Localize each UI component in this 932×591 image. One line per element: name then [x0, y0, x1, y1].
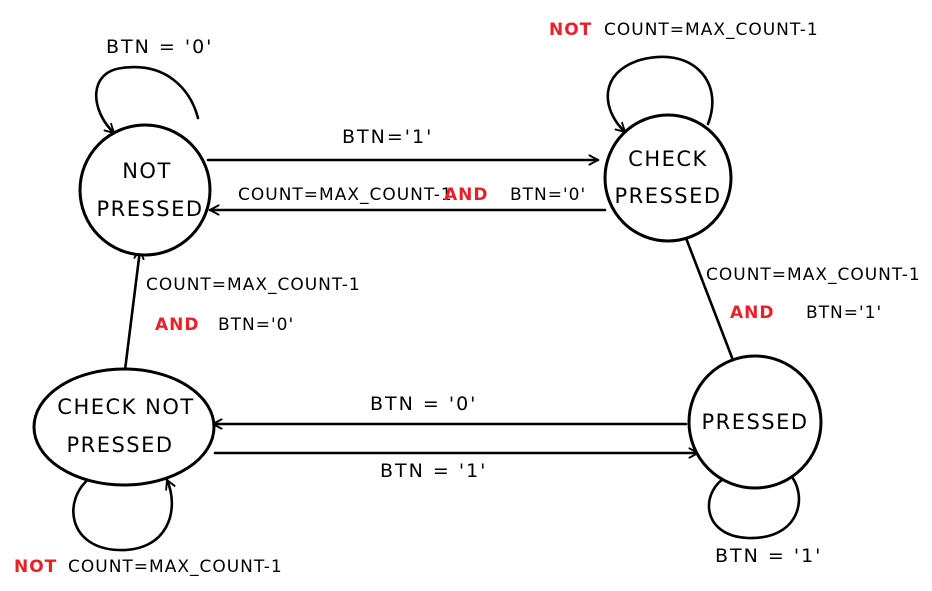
state-check-not-pressed: CHECK NOT PRESSED	[32, 367, 216, 487]
label-check-pressed-self-cond: COUNT=MAX_COUNT-1	[604, 20, 819, 40]
edge-pressed-self-loop	[707, 470, 801, 540]
state-not-pressed: NOT PRESSED	[78, 123, 212, 257]
edge-check-pressed-to-pressed	[684, 236, 736, 370]
label-pressed-self: BTN = '1'	[715, 545, 822, 567]
edge-check-pressed-self-loop	[606, 55, 714, 134]
label-pressed-to-check-not-pressed: BTN = '0'	[370, 393, 477, 415]
state-pressed-line1: PRESSED	[701, 410, 808, 434]
label-check-pressed-to-not-pressed-cond: COUNT=MAX_COUNT-1	[238, 185, 453, 205]
label-check-pressed-to-not-pressed-btn: BTN='0'	[510, 185, 586, 205]
label-check-not-pressed-to-not-pressed-cond: COUNT=MAX_COUNT-1	[146, 275, 361, 295]
edge-not-pressed-self-loop	[94, 65, 200, 135]
edge-check-not-pressed-self-loop	[72, 476, 172, 552]
label-check-pressed-to-pressed-and: AND	[730, 303, 775, 323]
label-not-pressed-self: BTN = '0'	[106, 36, 213, 58]
label-check-not-pressed-self-not: NOT	[14, 557, 57, 577]
state-check-pressed: CHECK PRESSED	[603, 113, 733, 243]
label-check-not-pressed-to-pressed: BTN = '1'	[380, 460, 487, 482]
label-check-pressed-to-pressed-btn: BTN='1'	[806, 303, 882, 323]
state-not-pressed-line2: PRESSED	[96, 197, 203, 221]
state-check-pressed-line1: CHECK	[628, 147, 708, 171]
state-pressed: PRESSED	[687, 354, 823, 490]
state-not-pressed-line1: NOT	[122, 159, 172, 183]
label-check-pressed-to-not-pressed-and: AND	[444, 185, 489, 205]
label-check-not-pressed-to-not-pressed-and: AND	[155, 315, 200, 335]
label-check-not-pressed-self-cond: COUNT=MAX_COUNT-1	[68, 557, 283, 577]
state-check-pressed-line2: PRESSED	[614, 184, 721, 208]
label-check-pressed-self-not: NOT	[549, 20, 592, 40]
state-check-not-pressed-line1: CHECK NOT	[57, 395, 194, 419]
edge-check-not-pressed-to-not-pressed	[123, 248, 140, 372]
label-not-pressed-to-check-pressed: BTN='1'	[342, 126, 433, 148]
label-check-pressed-to-pressed-cond: COUNT=MAX_COUNT-1	[706, 265, 921, 285]
state-check-not-pressed-line2: PRESSED	[66, 433, 173, 457]
label-check-not-pressed-to-not-pressed-btn: BTN='0'	[218, 315, 294, 335]
